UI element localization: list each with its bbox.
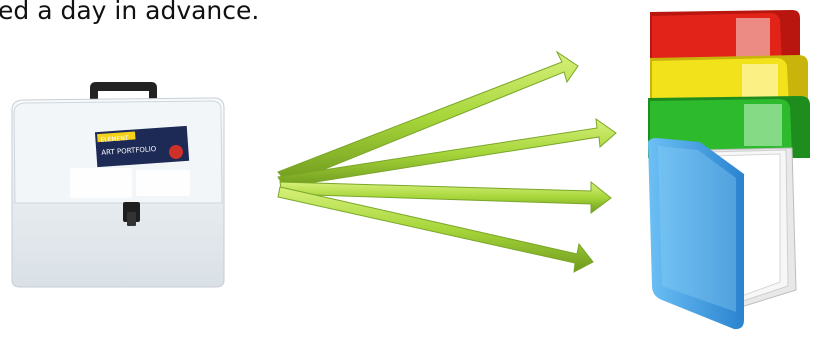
briefcase-icon: ELEMENT ART PORTFOLIO	[12, 82, 224, 287]
folder-blue	[648, 138, 796, 329]
arrows-group	[278, 52, 616, 272]
folder-stack-icon	[648, 10, 810, 329]
